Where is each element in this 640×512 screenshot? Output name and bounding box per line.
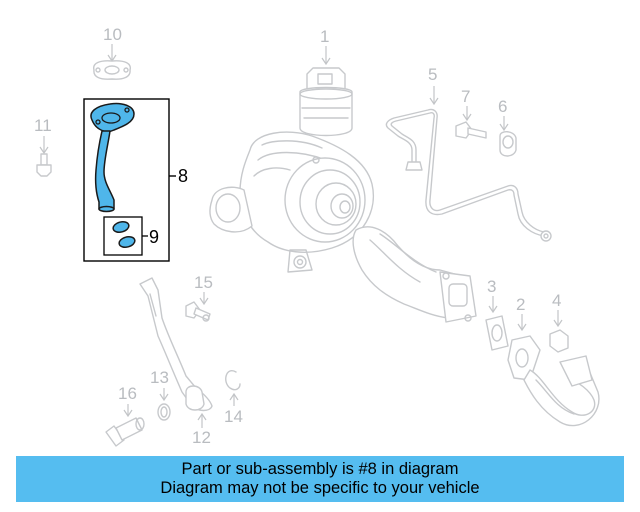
part-8-assembly-box: 8 9 bbox=[83, 98, 188, 262]
callout-14: 14 bbox=[224, 407, 243, 426]
part-9-seal-b bbox=[118, 235, 136, 249]
callout-2: 2 bbox=[516, 295, 525, 314]
part-7-bolt: 7 bbox=[455, 87, 487, 139]
callout-1: 1 bbox=[320, 27, 329, 46]
part-2-exhaust-pipe: 2 bbox=[507, 295, 600, 427]
part-1-turbocharger: 1 bbox=[209, 27, 477, 323]
part-16-banjo-bolt: 16 bbox=[105, 384, 145, 447]
part-9-seal-a bbox=[112, 220, 130, 234]
part-5-oil-line: 5 bbox=[385, 65, 552, 242]
info-banner: Part or sub-assembly is #8 in diagram Di… bbox=[16, 456, 624, 502]
part-3-gasket: 3 bbox=[485, 277, 509, 351]
callout-13: 13 bbox=[150, 368, 169, 387]
part-4-nut: 4 bbox=[549, 291, 569, 353]
callout-16: 16 bbox=[118, 384, 137, 403]
callout-12: 12 bbox=[192, 428, 211, 447]
part-8-oil-pipe bbox=[94, 130, 115, 210]
banner-line-1: Part or sub-assembly is #8 in diagram bbox=[181, 460, 459, 478]
part-15-bolt: 15 bbox=[185, 273, 213, 322]
callout-7: 7 bbox=[461, 87, 470, 106]
callout-15: 15 bbox=[194, 273, 213, 292]
callout-9: 9 bbox=[149, 227, 159, 247]
callout-5: 5 bbox=[428, 65, 437, 84]
callout-3: 3 bbox=[487, 277, 496, 296]
part-14-clip: 14 bbox=[224, 370, 243, 426]
part-11-bolt: 11 bbox=[34, 116, 52, 177]
part-6-fitting: 6 bbox=[498, 97, 517, 157]
part-12-return-pipe: 12 bbox=[139, 277, 213, 447]
callout-11: 11 bbox=[34, 116, 52, 135]
banner-line-2: Diagram may not be specific to your vehi… bbox=[160, 479, 480, 497]
part-10-gasket: 10 bbox=[93, 25, 131, 80]
callout-10: 10 bbox=[103, 25, 122, 44]
callout-6: 6 bbox=[498, 97, 507, 116]
callout-8: 8 bbox=[178, 166, 188, 186]
callout-4: 4 bbox=[552, 291, 561, 310]
part-13-seal: 13 bbox=[150, 368, 171, 421]
